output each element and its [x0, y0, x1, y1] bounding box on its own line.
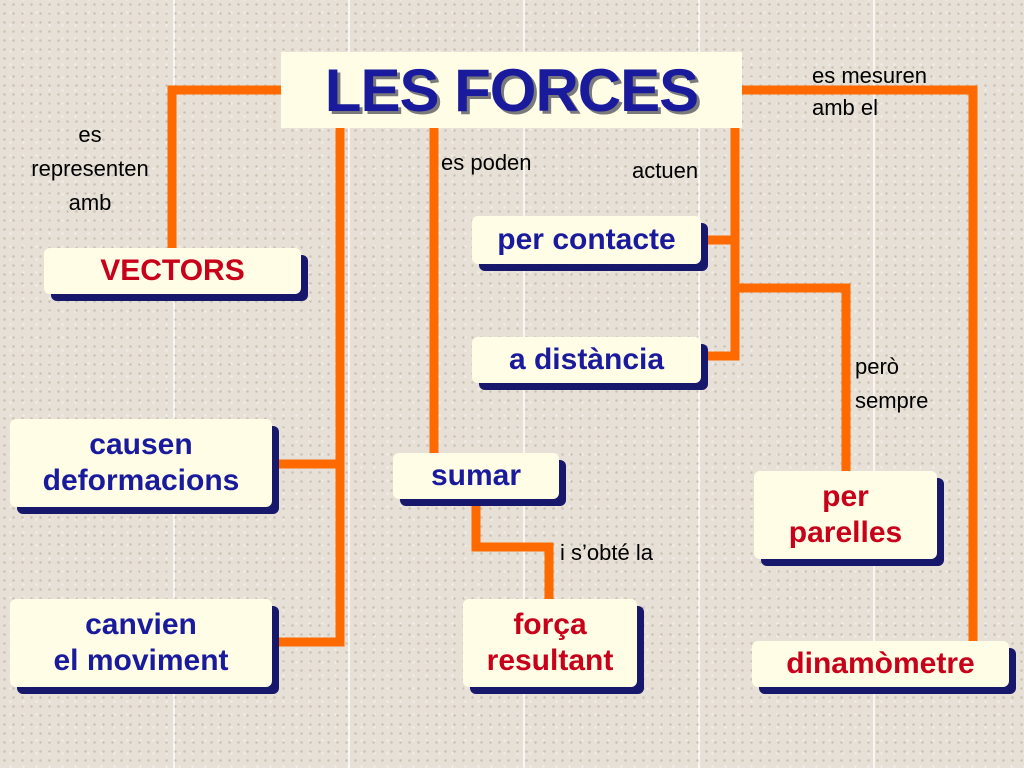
node-per-contacte: per contacte [472, 216, 701, 264]
node-dinamometre: dinamòmetre [752, 641, 1009, 687]
node-canvien-moviment: canvien el moviment [10, 599, 272, 687]
link-title-dinamometre [737, 85, 978, 643]
node-causen-deformacions: causen deformacions [10, 419, 272, 507]
node-vectors: VECTORS [44, 248, 301, 294]
node-forca-resultant: força resultant [463, 599, 637, 687]
link-title-vectors [167, 85, 286, 250]
page-title: LES FORCES [324, 56, 699, 124]
link-title-actuen [705, 125, 740, 361]
label-s-obte: i s’obté la [560, 540, 653, 565]
label-actuen: actuen [632, 158, 699, 183]
label-es-representen: es representen amb [31, 122, 149, 215]
link-actuen-parelles [730, 283, 851, 473]
node-a-distancia: a distància [472, 337, 701, 383]
link-title-trunk [270, 125, 345, 647]
label-es-mesuren: es mesuren amb el [812, 63, 927, 120]
label-pero-sempre: però sempre [855, 354, 929, 413]
link-sumar-forca [471, 498, 554, 603]
label-es-poden: es poden [441, 150, 532, 175]
node-sumar: sumar [393, 453, 559, 499]
title-box: LES FORCES [281, 52, 742, 128]
node-per-parelles: per parelles [754, 471, 937, 559]
